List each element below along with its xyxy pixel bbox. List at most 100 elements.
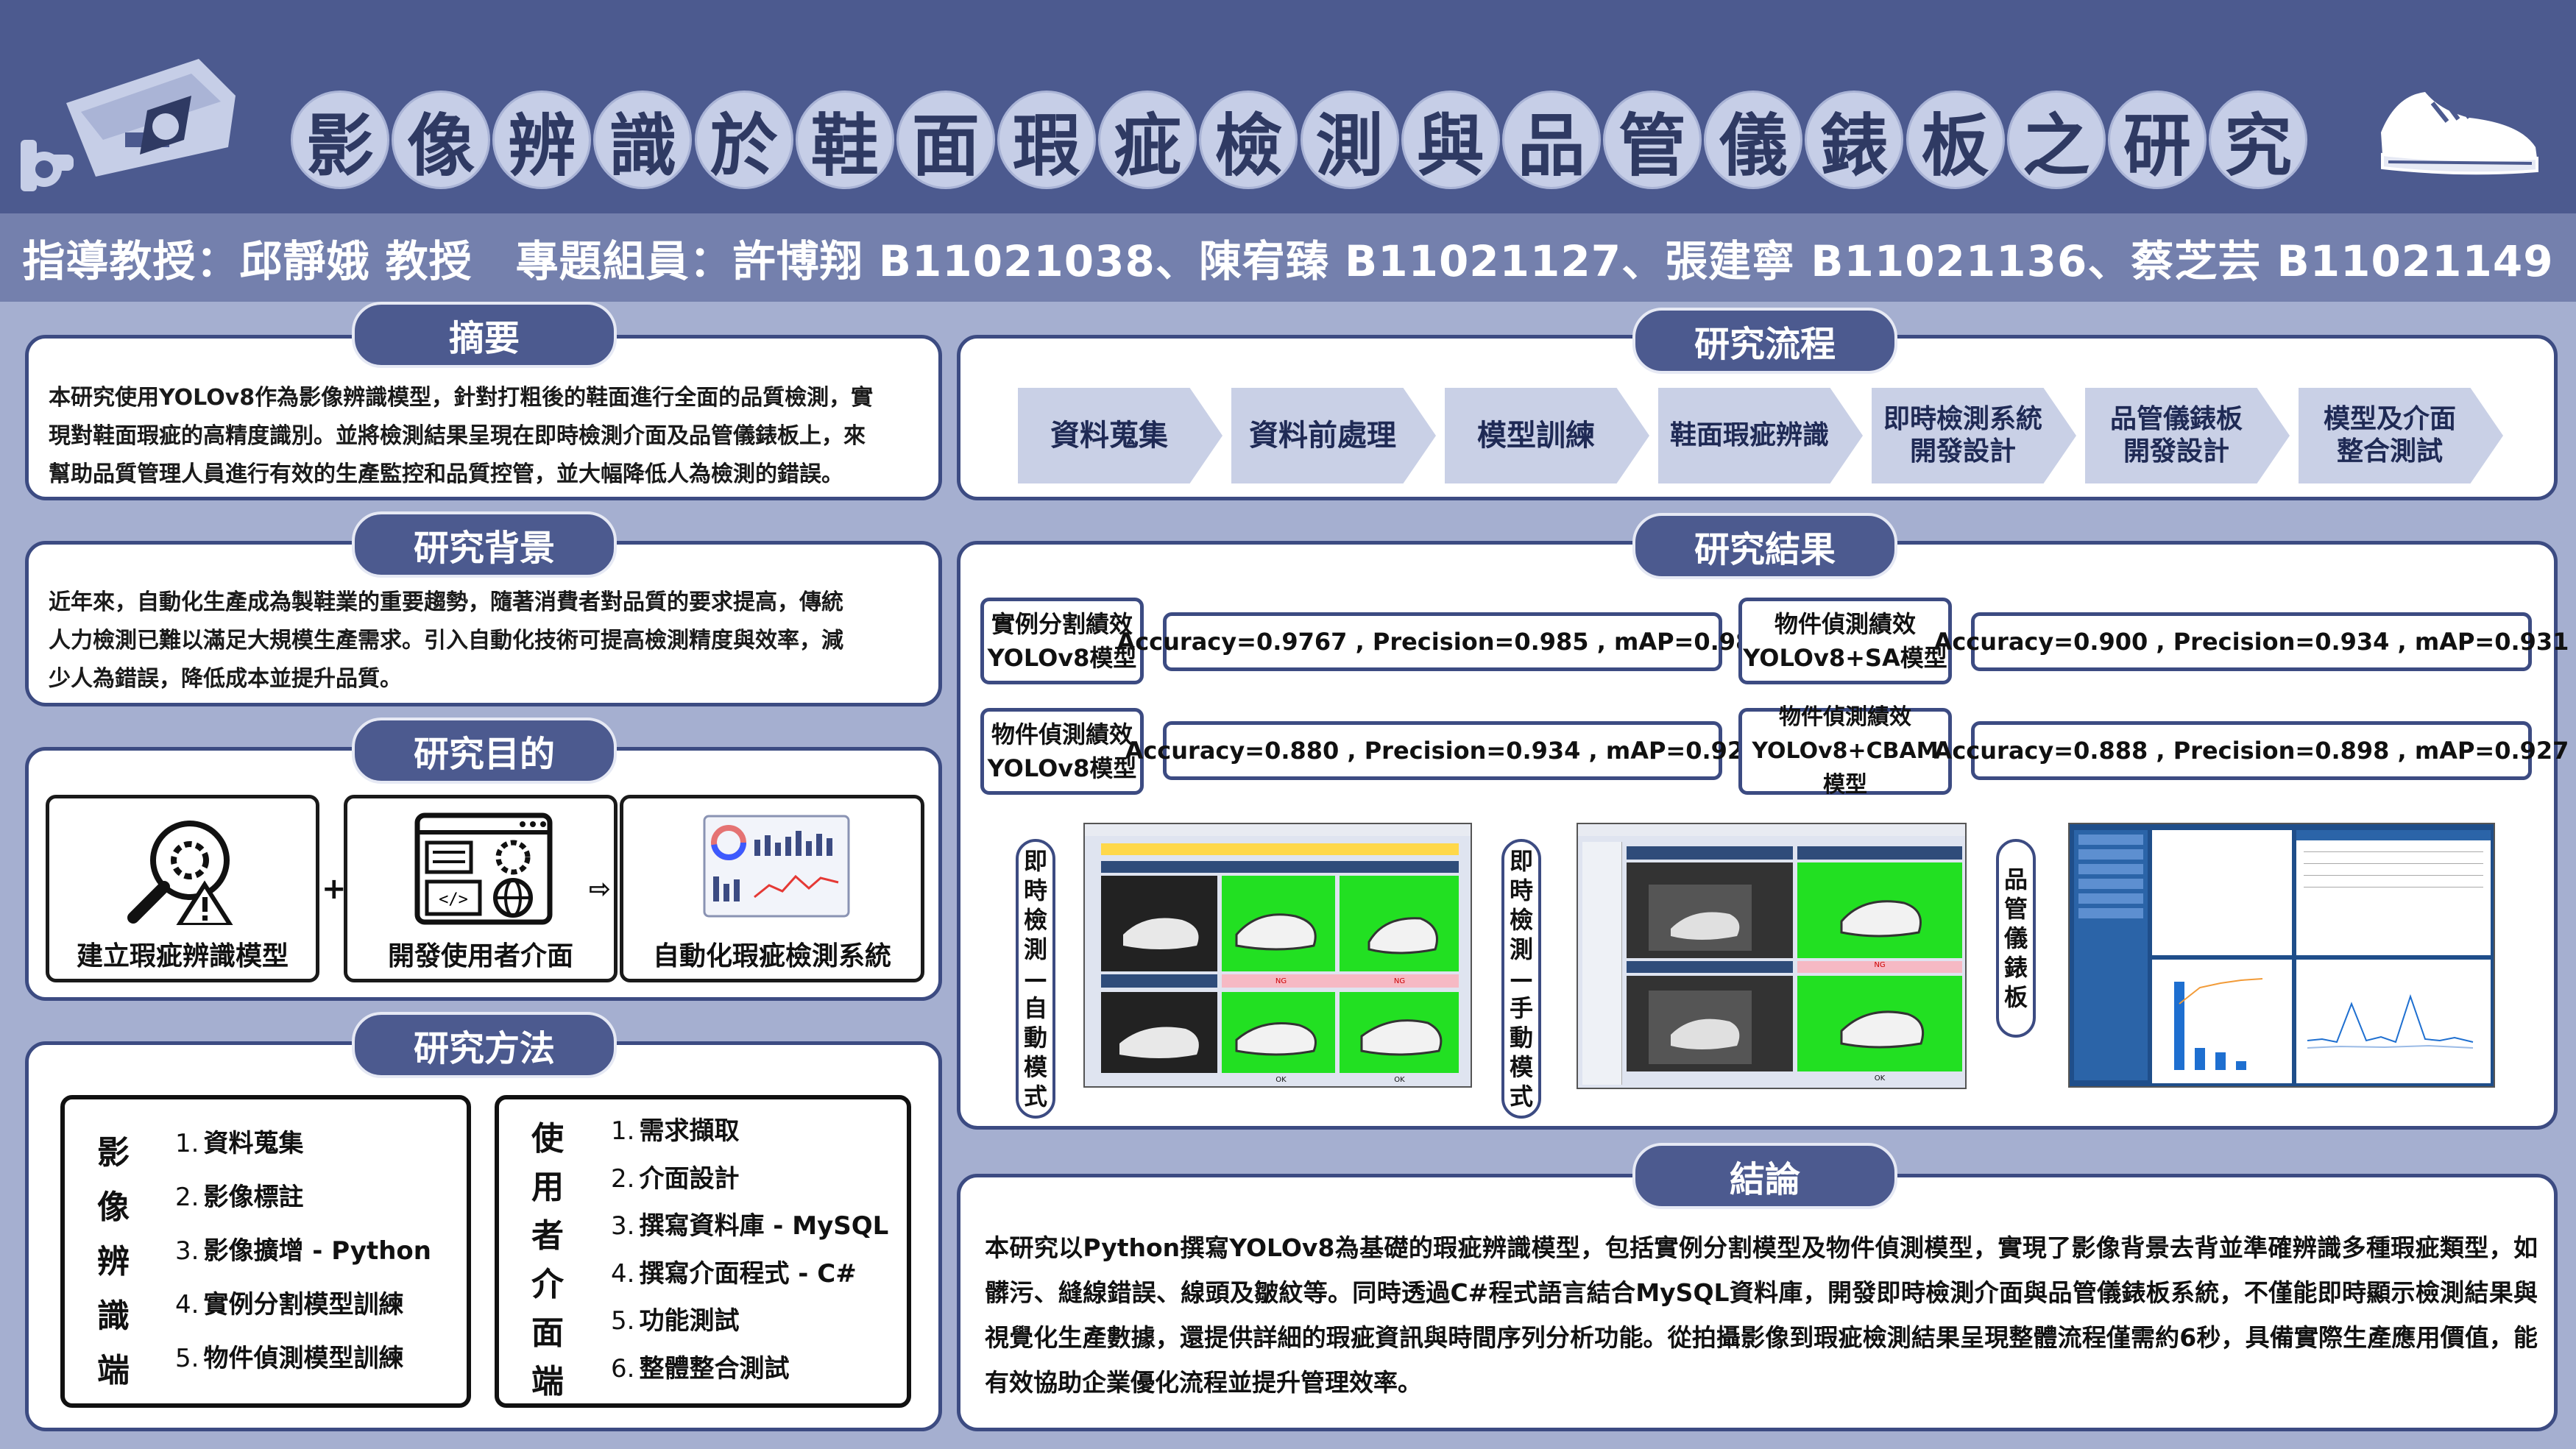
screen-label-manual: 即 時 檢 測 — 手 動 模 式 bbox=[1501, 839, 1541, 1119]
model-label-line: 物件偵測績效 bbox=[1779, 704, 1911, 730]
title-char: 儀 bbox=[1706, 93, 1801, 187]
label-char: 時 bbox=[1509, 876, 1533, 904]
label-char: 像 bbox=[97, 1188, 130, 1226]
screen-label-dashboard: 品 管 儀 錶 板 bbox=[1996, 839, 2036, 1038]
abstract-line: 本研究使用YOLOv8作為影像辨識模型，針對打粗後的鞋面進行全面的品質檢測，實 bbox=[49, 385, 874, 411]
poster-title: 影 像 辨 識 於 鞋 面 瑕 疵 檢 測 與 品 管 儀 錶 板 之 研 究 bbox=[291, 70, 2307, 210]
goal-label: 自動化瑕疵檢測系統 bbox=[652, 941, 891, 971]
title-char: 品 bbox=[1504, 93, 1599, 187]
background-title: 研究背景 bbox=[352, 511, 617, 578]
flow-step-text: 鞋面瑕疵辨識 bbox=[1669, 420, 1829, 450]
title-char: 管 bbox=[1605, 93, 1700, 187]
info-card bbox=[2152, 830, 2292, 955]
label-char: 模 bbox=[1023, 1053, 1047, 1081]
side-list bbox=[1582, 842, 1622, 1085]
item-number: 4. bbox=[611, 1258, 635, 1289]
label-char: 時 bbox=[1023, 876, 1047, 904]
ok-label: OK bbox=[1394, 1076, 1405, 1084]
window-titlebar bbox=[1578, 824, 1965, 836]
goal-auto-inspection: 自動化瑕疵檢測系統 bbox=[620, 795, 924, 982]
title-char: 鞋 bbox=[797, 93, 892, 187]
abstract-text: 本研究使用YOLOv8作為影像辨識模型，針對打粗後的鞋面進行全面的品質檢測，實 … bbox=[49, 379, 924, 494]
ng-label: NG bbox=[1275, 977, 1287, 985]
defect-table-card bbox=[2296, 830, 2491, 955]
screen-label-auto: 即 時 檢 測 — 自 動 模 式 bbox=[1016, 839, 1055, 1119]
title-char: 瑕 bbox=[999, 93, 1094, 187]
item-text: 物件偵測模型訓練 bbox=[203, 1344, 404, 1373]
ui-window-icon: </> bbox=[414, 812, 553, 925]
user-interface-box bbox=[495, 1095, 911, 1408]
title-char: 像 bbox=[394, 93, 489, 187]
label-char: 模 bbox=[1509, 1053, 1533, 1081]
label-char: 式 bbox=[1509, 1083, 1533, 1110]
status-strip bbox=[1101, 843, 1459, 855]
table-header bbox=[1797, 846, 1962, 860]
ng-label: NG bbox=[1393, 977, 1406, 985]
shoe-photo-icon bbox=[1119, 1027, 1199, 1058]
flow-step-text: 開發設計 bbox=[1909, 436, 2016, 467]
label-char: 即 bbox=[1023, 847, 1047, 875]
list-item: 4.撰寫介面程式 - C# bbox=[611, 1250, 888, 1298]
label-char: 辨 bbox=[97, 1243, 130, 1280]
bar-chart-card bbox=[2152, 960, 2292, 1083]
image-recognition-steps: 1.資料蒐集 2.影像標註 3.影像擴增 - Python 4.實例分割模型訓練… bbox=[175, 1117, 431, 1386]
flow-title: 研究流程 bbox=[1632, 308, 1897, 374]
item-text: 需求擷取 bbox=[639, 1116, 740, 1146]
ok-result-frame bbox=[1797, 976, 1962, 1071]
dashboard-chart-icon bbox=[703, 815, 850, 918]
flow-step-text: 資料前處理 bbox=[1249, 419, 1396, 453]
list-item: 5.功能測試 bbox=[611, 1297, 888, 1345]
item-number: 3. bbox=[611, 1211, 635, 1241]
abstract-title: 摘要 bbox=[352, 302, 617, 368]
dashboard-sidebar bbox=[2074, 830, 2148, 1080]
user-interface-steps: 1.需求擷取 2.介面設計 3.撰寫資料庫 - MySQL 4.撰寫介面程式 -… bbox=[611, 1108, 888, 1392]
model-label-line: 實例分割績效 bbox=[991, 610, 1133, 638]
item-number: 4. bbox=[175, 1290, 199, 1319]
label-char: — bbox=[1024, 965, 1047, 993]
conclusion-panel bbox=[957, 1174, 2558, 1431]
item-text: 介面設計 bbox=[639, 1163, 740, 1194]
item-text: 實例分割模型訓練 bbox=[203, 1290, 404, 1319]
flow-step-text: 模型及介面 bbox=[2323, 404, 2456, 434]
flow-step-text: 開發設計 bbox=[2123, 436, 2229, 467]
ok-result-frame bbox=[1222, 876, 1335, 971]
label-char: 品 bbox=[2003, 865, 2028, 893]
label-char: 用 bbox=[531, 1169, 564, 1206]
ok-row: OK bbox=[1874, 1074, 1886, 1083]
list-item: 3.影像擴增 - Python bbox=[175, 1225, 431, 1278]
label-char: — bbox=[1510, 965, 1533, 993]
label-char: 者 bbox=[531, 1217, 564, 1255]
title-char: 於 bbox=[696, 93, 791, 187]
background-line: 人力檢測已難以滿足大規模生產需求。引入自動化技術可提高檢測精度與效率，減 bbox=[49, 628, 843, 653]
label-char: 介 bbox=[531, 1266, 564, 1303]
purpose-title: 研究目的 bbox=[352, 718, 617, 784]
flow-step: 即時檢測系統開發設計 bbox=[1872, 388, 2076, 483]
table-header bbox=[1101, 974, 1217, 988]
title-char: 之 bbox=[2009, 93, 2103, 187]
shoe-photo-icon bbox=[1123, 918, 1199, 949]
goal-label: 開發使用者介面 bbox=[387, 941, 573, 971]
model-metrics: Accuracy=0.9767 , Precision=0.985 , mAP=… bbox=[1117, 612, 1769, 671]
item-text: 影像標註 bbox=[203, 1183, 304, 1212]
label-char: 檢 bbox=[1509, 906, 1533, 934]
background-line: 近年來，自動化生產成為製鞋業的重要趨勢，隨著消費者對品質的要求提高，傳統 bbox=[49, 589, 843, 615]
flow-step-text: 整合測試 bbox=[2336, 436, 2443, 467]
title-char: 辨 bbox=[495, 93, 590, 187]
model-label-line: YOLOv8+SA模型 bbox=[1743, 644, 1947, 672]
flow-step: 資料蒐集 bbox=[1018, 388, 1222, 483]
shoe-photo-icon bbox=[1649, 991, 1752, 1064]
method-title: 研究方法 bbox=[352, 1012, 617, 1078]
window-titlebar bbox=[1085, 824, 1471, 836]
list-item: 1.資料蒐集 bbox=[175, 1117, 431, 1171]
label-char: 影 bbox=[97, 1134, 130, 1172]
title-char: 測 bbox=[1302, 93, 1397, 187]
flow-step-text: 模型訓練 bbox=[1477, 419, 1595, 453]
label-char: 式 bbox=[1023, 1083, 1047, 1110]
label-char: 測 bbox=[1023, 935, 1047, 963]
flow-step: 資料前處理 bbox=[1231, 388, 1436, 483]
item-text: 功能測試 bbox=[639, 1306, 740, 1336]
label-char: 即 bbox=[1509, 847, 1533, 875]
background-text: 近年來，自動化生產成為製鞋業的重要趨勢，隨著消費者對品質的要求提高，傳統 人力檢… bbox=[49, 584, 924, 698]
model-metrics: Accuracy=0.900 , Precision=0.934 , mAP=0… bbox=[1934, 612, 2569, 671]
